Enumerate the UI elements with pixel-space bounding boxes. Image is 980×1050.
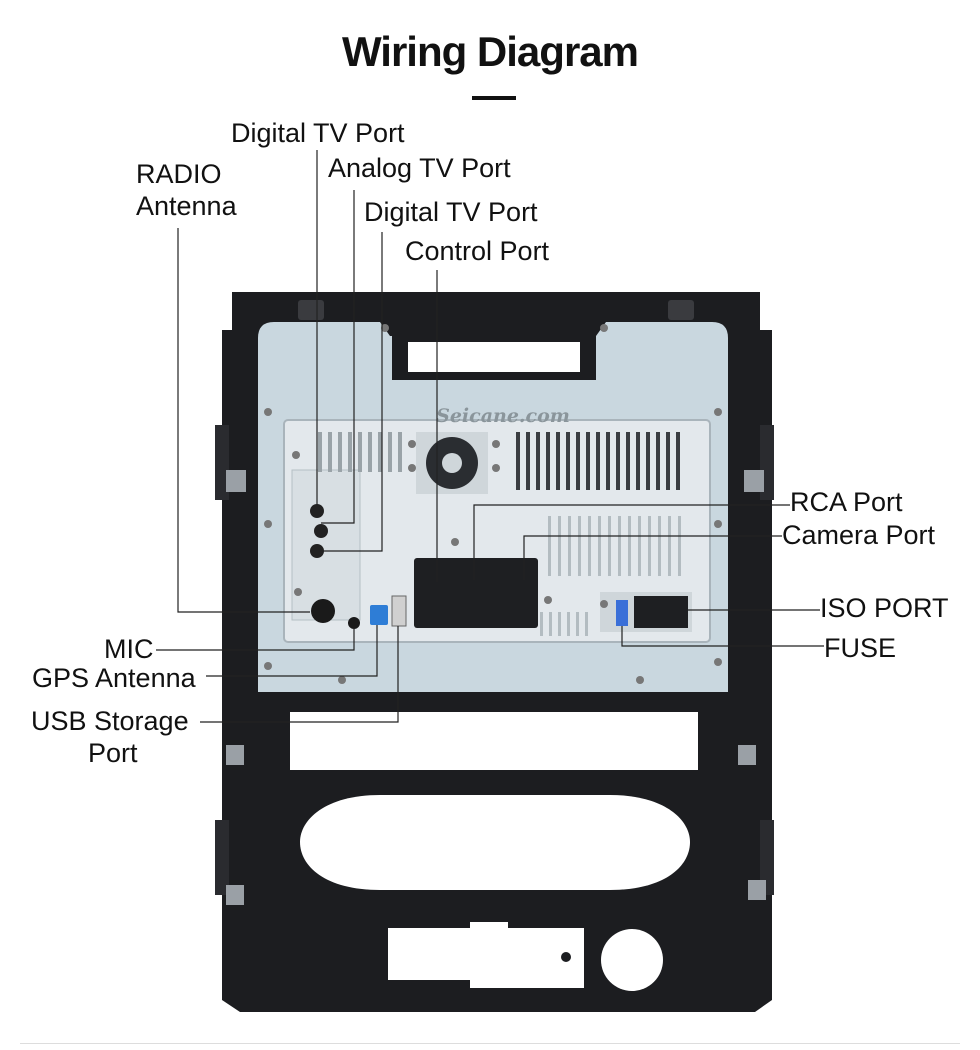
lower-cutout (388, 922, 584, 988)
leader-mic (156, 628, 355, 651)
vent-fin (368, 432, 372, 472)
vent-fin (378, 432, 382, 472)
vent-fin (658, 516, 661, 576)
vent-fin (646, 432, 650, 490)
vent-fin (668, 516, 671, 576)
vent-fin (616, 432, 620, 490)
vent-fin (576, 612, 579, 636)
vent-fin (628, 516, 631, 576)
label-usb-storage-line1: USB Storage (31, 706, 189, 736)
bottom-rule (20, 1043, 960, 1044)
label-radio-antenna-line2: Antenna (136, 191, 237, 221)
label-digital-tv-port-2: Digital TV Port (364, 197, 538, 227)
leader-gps-antenna (206, 625, 378, 677)
lower-round-cutout (601, 929, 663, 991)
vent-fin (388, 432, 392, 472)
vent-slot-opening (290, 712, 698, 770)
label-iso-port: ISO PORT (820, 593, 949, 623)
vent-fin (586, 432, 590, 490)
vent-fin (558, 516, 561, 576)
leader-camera-port (523, 535, 782, 580)
vent-fin (548, 516, 551, 576)
vent-fin (516, 432, 520, 490)
leader-analog-tv-port (321, 190, 355, 524)
vent-fin (596, 432, 600, 490)
label-mic: MIC (104, 634, 154, 664)
vent-fin (526, 432, 530, 490)
vent-fin (578, 516, 581, 576)
vent-fin (338, 432, 342, 472)
vent-fin (608, 516, 611, 576)
leader-fuse (621, 626, 824, 647)
vent-fin (546, 432, 550, 490)
label-radio-antenna-line1: RADIO (136, 159, 222, 189)
vent-fin (556, 432, 560, 490)
vent-fin (588, 516, 591, 576)
page-title: Wiring Diagram (342, 28, 639, 75)
vent-fin (536, 432, 540, 490)
vent-fin (328, 432, 332, 472)
leader-usb-storage (200, 626, 399, 723)
vent-fin (618, 516, 621, 576)
vent-fin (540, 612, 543, 636)
vent-fin (318, 432, 322, 472)
vent-fin (626, 432, 630, 490)
label-rca-port: RCA Port (790, 487, 903, 517)
label-gps-antenna: GPS Antenna (32, 663, 196, 693)
vent-fin (549, 612, 552, 636)
vent-fin (648, 516, 651, 576)
vent-fin (638, 516, 641, 576)
vent-fin (576, 432, 580, 490)
vent-fin (568, 516, 571, 576)
head-unit-back (258, 322, 728, 692)
leader-radio-antenna (177, 228, 310, 613)
vent-fins (318, 432, 681, 636)
label-camera-port: Camera Port (782, 520, 936, 550)
vent-fin (598, 516, 601, 576)
vent-fin (348, 432, 352, 472)
leader-lines (156, 150, 824, 723)
climate-cutout (300, 795, 690, 890)
leader-digital-tv-port-2 (317, 232, 383, 552)
label-fuse: FUSE (824, 633, 897, 663)
label-analog-tv-port: Analog TV Port (328, 153, 511, 183)
label-digital-tv-port-1: Digital TV Port (231, 118, 405, 148)
vent-fin (585, 612, 588, 636)
label-control-port: Control Port (405, 236, 550, 266)
vent-fin (398, 432, 402, 472)
vent-fin (676, 432, 680, 490)
vent-fin (358, 432, 362, 472)
vent-fin (656, 432, 660, 490)
vent-fin (558, 612, 561, 636)
vent-fin (566, 432, 570, 490)
vent-fin (606, 432, 610, 490)
title-underline (472, 96, 516, 100)
vent-fin (666, 432, 670, 490)
leader-rca-port (473, 504, 790, 580)
watermark: Seicane.com (436, 405, 570, 427)
label-usb-storage-line2: Port (88, 738, 138, 768)
vent-fin (678, 516, 681, 576)
vent-fin (636, 432, 640, 490)
vent-fin (567, 612, 570, 636)
